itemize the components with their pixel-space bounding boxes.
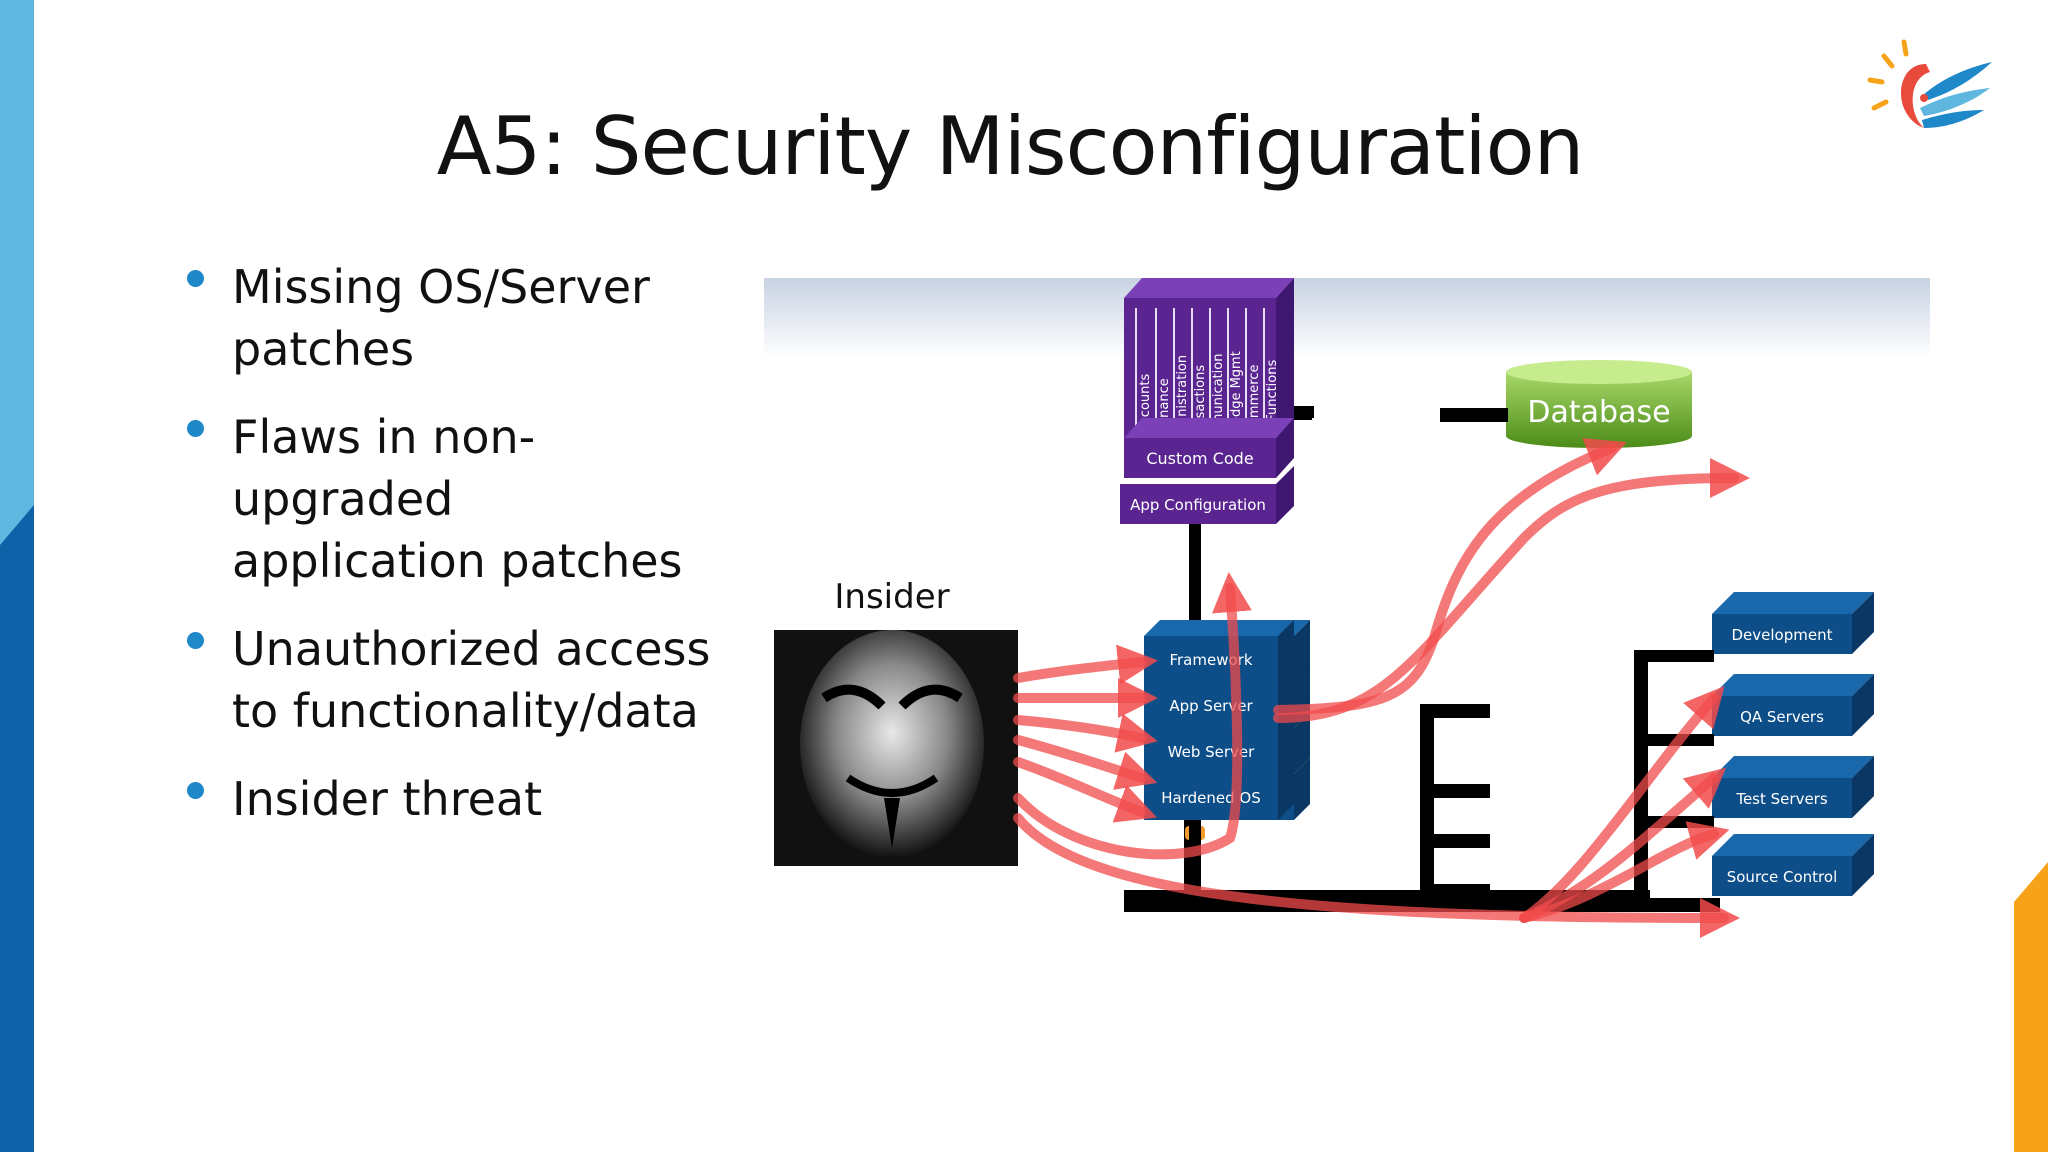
app-configuration-label: App Configuration [1130,496,1266,514]
bullet-list: Missing OS/Server patches Flaws in non-u… [180,256,720,856]
brand-logo [1867,39,1992,128]
database-cylinder: Database [1506,360,1692,448]
hardened-os-label: Hardened OS [1161,789,1260,807]
source-control-block [1712,856,1852,896]
bullet-dot [187,270,204,287]
bullet-text: Flaws in non-upgraded application patche… [232,410,683,588]
layer-stack: Framework App Server Web Server Hardened… [1144,620,1294,820]
qa-servers-block [1712,696,1852,736]
test-servers-block [1712,778,1852,818]
development-block [1712,614,1852,654]
environment-blocks: Development QA Servers Test Servers Sour… [1712,592,1874,896]
framework-block [1144,636,1278,682]
bullet-item: Unauthorized access to functionality/dat… [180,618,720,742]
bullet-item: Missing OS/Server patches [180,256,720,380]
custom-code-block [1124,438,1276,478]
bullet-dot [187,782,204,799]
bullet-dot [187,632,204,649]
architecture-diagram: Accounts Finance Administration Transact… [764,278,1930,946]
bullet-dot [187,420,204,437]
development-label: Development [1732,626,1833,644]
app-server-block [1144,682,1278,728]
custom-code-label: Custom Code [1146,449,1253,468]
db-connector [1440,408,1508,422]
bullet-text: Missing OS/Server patches [232,260,650,376]
hardened-os-block [1144,774,1278,820]
diagram-canvas: Accounts Finance Administration Transact… [764,278,1930,946]
bullet-item: Flaws in non-upgraded application patche… [180,406,720,592]
test-servers-label: Test Servers [1735,790,1827,808]
right-decor-accent [2014,862,2048,1152]
database-label: Database [1527,395,1670,430]
attack-arrows [1013,438,1750,938]
bullet-text: Unauthorized access to functionality/dat… [232,622,711,738]
left-decor-band [0,0,34,1152]
framework-label: Framework [1169,651,1252,669]
bullet-item: Insider threat [180,768,720,830]
application-stack: Accounts Finance Administration Transact… [1120,278,1294,524]
app-configuration-block [1120,484,1276,524]
source-control-label: Source Control [1727,868,1838,886]
slide-title: A5: Security Misconfiguration [436,100,1585,193]
module-label: Finance [1157,378,1172,428]
qa-servers-label: QA Servers [1740,708,1824,726]
web-server-block [1144,728,1278,774]
bullet-text: Insider threat [232,772,543,826]
insider-figure: Insider [774,577,1018,866]
insider-label: Insider [834,577,949,617]
